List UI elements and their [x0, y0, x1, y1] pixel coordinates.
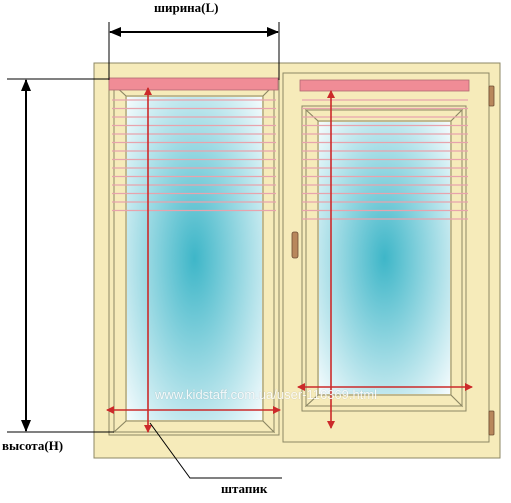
left-blind-slats — [112, 99, 276, 212]
glazing-bead-leader — [149, 422, 282, 479]
hinge-icon — [488, 85, 495, 107]
left-bead-left — [113, 83, 127, 434]
right-bead-top — [304, 109, 464, 122]
right-bead-left — [305, 108, 319, 408]
right-bead-right — [450, 108, 463, 408]
left-bead-bottom — [112, 420, 276, 433]
window-handle-icon — [291, 231, 299, 259]
right-glass — [319, 122, 450, 394]
left-blind-top-rail — [108, 77, 279, 91]
height-label: высота(H) — [2, 438, 64, 453]
width-label: ширина(L) — [154, 0, 219, 15]
hinge-icon — [488, 410, 495, 436]
watermark-text: www.kidstaff.com.ua/user-116369.html — [155, 387, 378, 402]
right-blind-top-rail — [299, 79, 470, 92]
glazing-bead-label: штапик — [221, 481, 268, 496]
left-bead-right — [262, 83, 275, 434]
